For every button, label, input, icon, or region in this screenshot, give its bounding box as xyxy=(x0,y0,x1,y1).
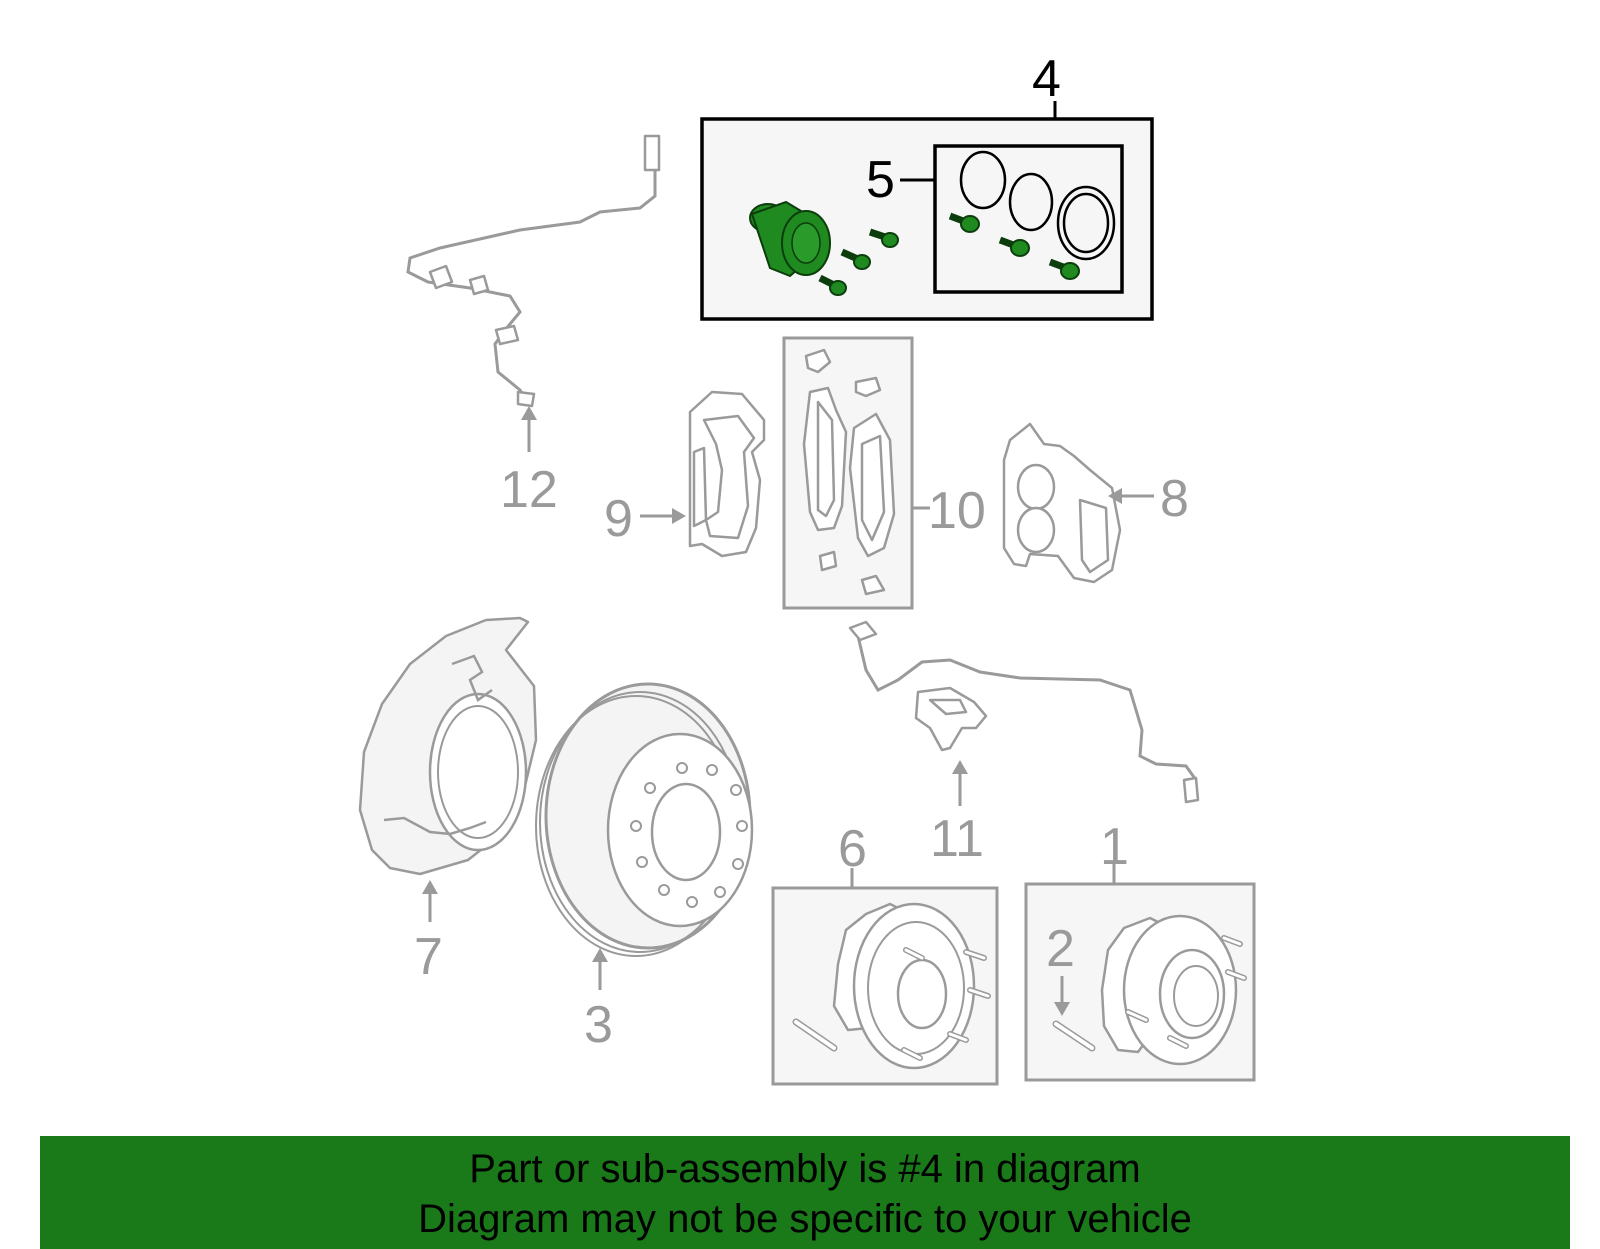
callout-5[interactable]: 5 xyxy=(866,151,895,209)
callout-2[interactable]: 2 xyxy=(1046,920,1075,978)
brake-rotor-icon xyxy=(535,682,754,957)
callout-group-7[interactable]: 7 xyxy=(414,880,443,986)
splash-shield-icon xyxy=(358,616,538,876)
callout-group-9[interactable]: 9 xyxy=(604,490,686,548)
banner-line-1: Part or sub-assembly is #4 in diagram xyxy=(469,1147,1141,1191)
callout-8[interactable]: 8 xyxy=(1160,470,1189,528)
callout-1[interactable]: 1 xyxy=(1100,818,1129,876)
callout-9[interactable]: 9 xyxy=(604,490,633,548)
banner-line-2: Diagram may not be specific to your vehi… xyxy=(418,1197,1192,1241)
abs-sensor-wire-icon xyxy=(406,134,661,408)
callout-7[interactable]: 7 xyxy=(414,928,443,986)
callout-3[interactable]: 3 xyxy=(584,996,613,1054)
info-banner: Part or sub-assembly is #4 in diagram Di… xyxy=(40,1136,1570,1249)
seal-ring-icon xyxy=(959,150,1116,261)
brake-pad-icon xyxy=(802,348,896,596)
wheel-hub-icon xyxy=(1100,914,1247,1066)
caliper-piston-icon xyxy=(749,200,831,278)
callout-10[interactable]: 10 xyxy=(928,482,986,540)
brake-caliper-icon xyxy=(1002,422,1122,584)
callout-4[interactable]: 4 xyxy=(1032,50,1061,108)
callout-11[interactable]: 11 xyxy=(930,810,984,868)
bolt-icon xyxy=(948,212,1080,280)
callout-group-8[interactable]: 8 xyxy=(1108,470,1189,528)
wheel-stud-icon xyxy=(1052,1020,1096,1052)
bolt-icon xyxy=(818,228,899,296)
wheel-hub-icon xyxy=(792,902,991,1070)
callout-group-2[interactable]: 2 xyxy=(1046,920,1075,1016)
abs-sensor-wire-icon xyxy=(848,620,1200,804)
callout-group-12[interactable]: 12 xyxy=(500,406,558,519)
callout-12[interactable]: 12 xyxy=(500,461,558,519)
callout-group-3[interactable]: 3 xyxy=(584,948,613,1054)
callout-group-11[interactable]: 11 xyxy=(930,760,984,868)
caliper-bracket-icon xyxy=(688,390,766,558)
callout-6[interactable]: 6 xyxy=(838,820,867,878)
parts-diagram: 4 5 xyxy=(358,50,1256,1086)
